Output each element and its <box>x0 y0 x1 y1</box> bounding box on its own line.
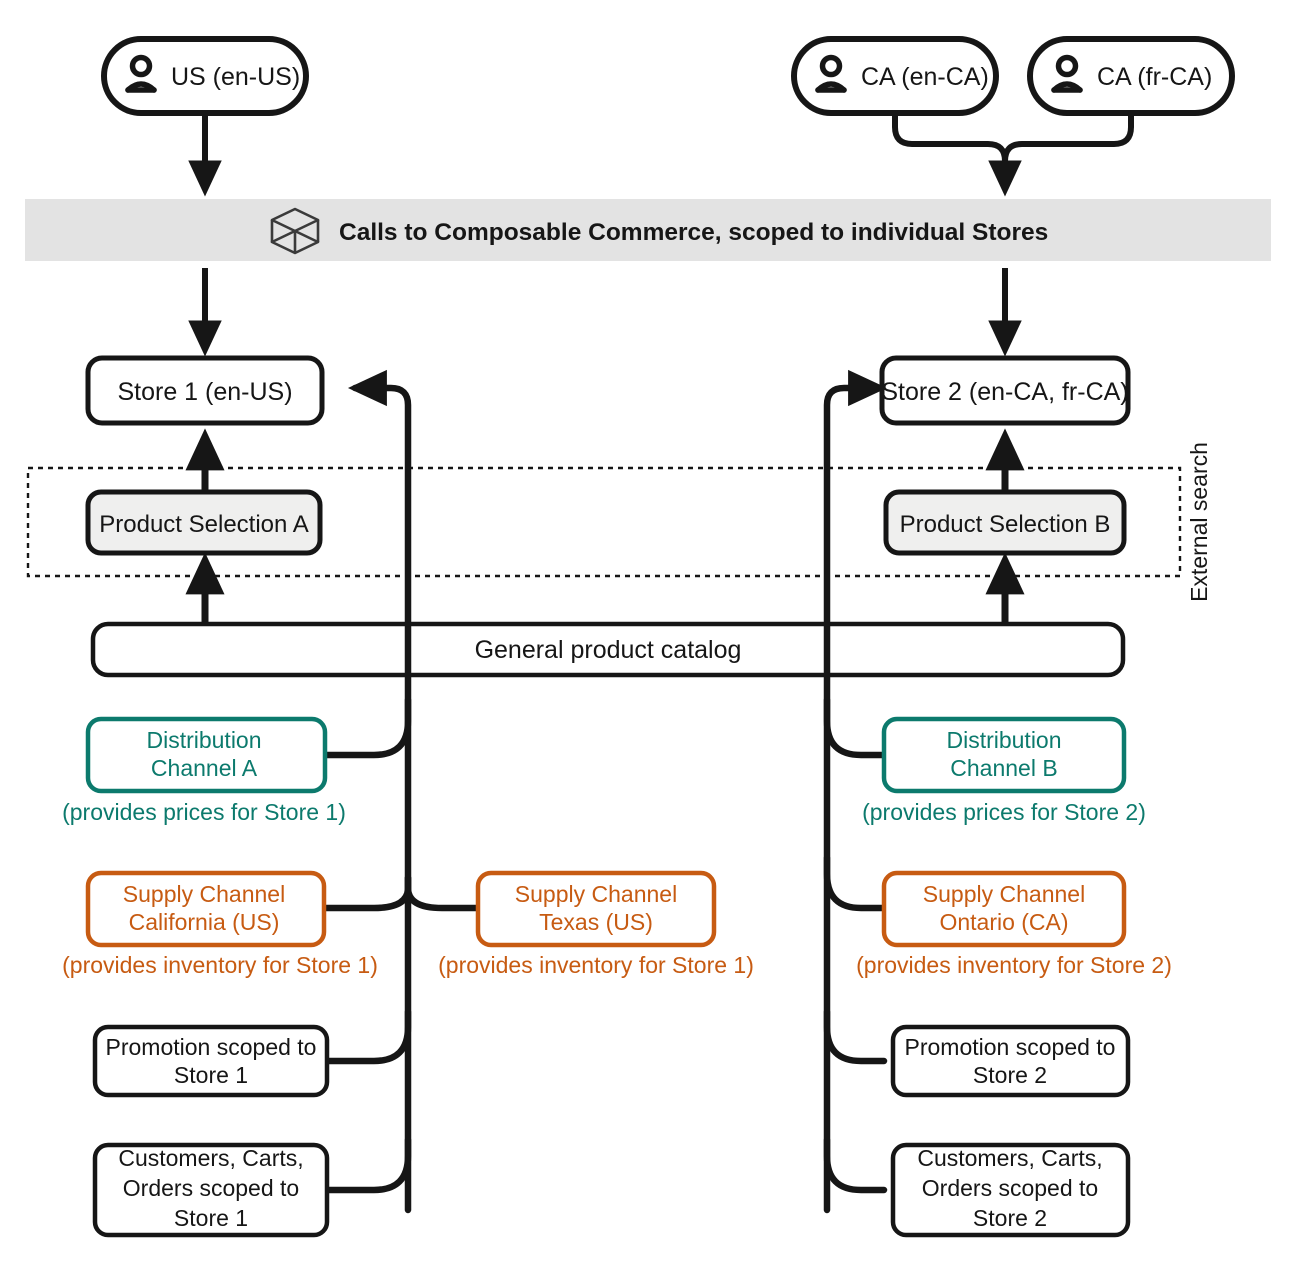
customers-store1-line1: Customers, Carts, <box>118 1145 303 1171</box>
customers-store1-line2: Orders scoped to <box>123 1175 299 1201</box>
connector-promo1-to-trunk <box>323 1008 412 1065</box>
supply-channel-california-caption: (provides inventory for Store 1) <box>62 952 378 978</box>
box-distribution-channel-b[interactable] <box>881 716 1127 794</box>
catalog-box <box>90 621 1126 678</box>
connector-cust1-to-trunk <box>323 1136 412 1194</box>
distribution-channel-a-line1: Distribution <box>146 727 261 753</box>
store2-label: Store 2 (en-CA, fr-CA) <box>881 378 1128 406</box>
distribution-channel-a-caption: (provides prices for Store 1) <box>62 799 346 825</box>
person-icon-us <box>125 54 157 93</box>
distribution-channel-b-line1: Distribution <box>946 727 1061 753</box>
external-search-label: External search <box>1186 442 1212 602</box>
banner-background <box>25 199 1271 261</box>
supply-channel-california-line1: Supply Channel <box>123 881 285 907</box>
person-icon-ca-en <box>815 54 847 93</box>
cube-icon <box>270 207 320 255</box>
box-store1[interactable] <box>85 355 325 426</box>
product-selection-a-label: Product Selection A <box>99 511 308 538</box>
connector-dist-a-to-trunk <box>321 696 412 759</box>
box-supply-channel-california[interactable] <box>85 870 327 948</box>
customers-store2-line2: Orders scoped to <box>922 1175 1098 1201</box>
supply-channel-ontario-caption: (provides inventory for Store 2) <box>856 952 1172 978</box>
box-distribution-channel-a[interactable] <box>85 716 328 794</box>
banner-label: Calls to Composable Commerce, scoped to … <box>339 219 1048 246</box>
box-supply-channel-ontario[interactable] <box>881 870 1127 948</box>
distribution-channel-b-caption: (provides prices for Store 2) <box>862 799 1146 825</box>
pill-ca-fr-label: CA (fr-CA) <box>1097 63 1212 91</box>
promotion-store2-line1: Promotion scoped to <box>905 1034 1116 1060</box>
box-customers-store1[interactable] <box>92 1142 330 1238</box>
connector-supply-tx-to-trunk <box>404 874 482 912</box>
customers-store1-line3: Store 1 <box>174 1205 248 1231</box>
box-supply-channel-texas[interactable] <box>475 870 717 948</box>
box-promotion-store2[interactable] <box>890 1024 1131 1098</box>
supply-channel-texas-line2: Texas (US) <box>539 909 653 935</box>
catalog-label: General product catalog <box>475 636 742 664</box>
connector-promo2-to-trunk <box>823 1008 888 1065</box>
supply-channel-ontario-line2: Ontario (CA) <box>939 909 1068 935</box>
connector-cust2-to-trunk <box>823 1136 888 1194</box>
box-store2[interactable] <box>879 355 1131 426</box>
pill-ca-fr[interactable] <box>1027 36 1235 116</box>
person-icon-ca-fr <box>1051 54 1083 93</box>
box-customers-store2[interactable] <box>890 1142 1131 1238</box>
supply-channel-ontario-line1: Supply Channel <box>923 881 1085 907</box>
customers-store2-line1: Customers, Carts, <box>917 1145 1102 1171</box>
supply-channel-california-line2: California (US) <box>129 909 280 935</box>
connector-dist-b-to-trunk <box>823 696 888 759</box>
connector-supply-on-to-trunk <box>823 854 888 912</box>
promotion-store1-line1: Promotion scoped to <box>106 1034 317 1060</box>
pill-us-label: US (en-US) <box>171 63 300 91</box>
promotion-store2-line2: Store 2 <box>973 1062 1047 1088</box>
pill-us[interactable] <box>101 36 309 116</box>
promotion-store1-line2: Store 1 <box>174 1062 248 1088</box>
supply-channel-texas-line1: Supply Channel <box>515 881 677 907</box>
pill-ca-en-label: CA (en-CA) <box>861 63 989 91</box>
distribution-channel-a-line2: Channel A <box>151 755 258 781</box>
customers-store2-line3: Store 2 <box>973 1205 1047 1231</box>
pill-ca-en[interactable] <box>791 36 999 116</box>
trunk-left-to-store1 <box>347 369 412 1214</box>
store1-label: Store 1 (en-US) <box>117 378 292 406</box>
product-selection-b-label: Product Selection B <box>900 511 1111 538</box>
box-product-selection-b[interactable] <box>883 489 1127 556</box>
box-product-selection-a[interactable] <box>85 489 323 556</box>
trunk-right-to-store2 <box>823 369 888 1214</box>
distribution-channel-b-line2: Channel B <box>950 755 1057 781</box>
supply-channel-texas-caption: (provides inventory for Store 1) <box>438 952 754 978</box>
box-promotion-store1[interactable] <box>92 1024 330 1098</box>
